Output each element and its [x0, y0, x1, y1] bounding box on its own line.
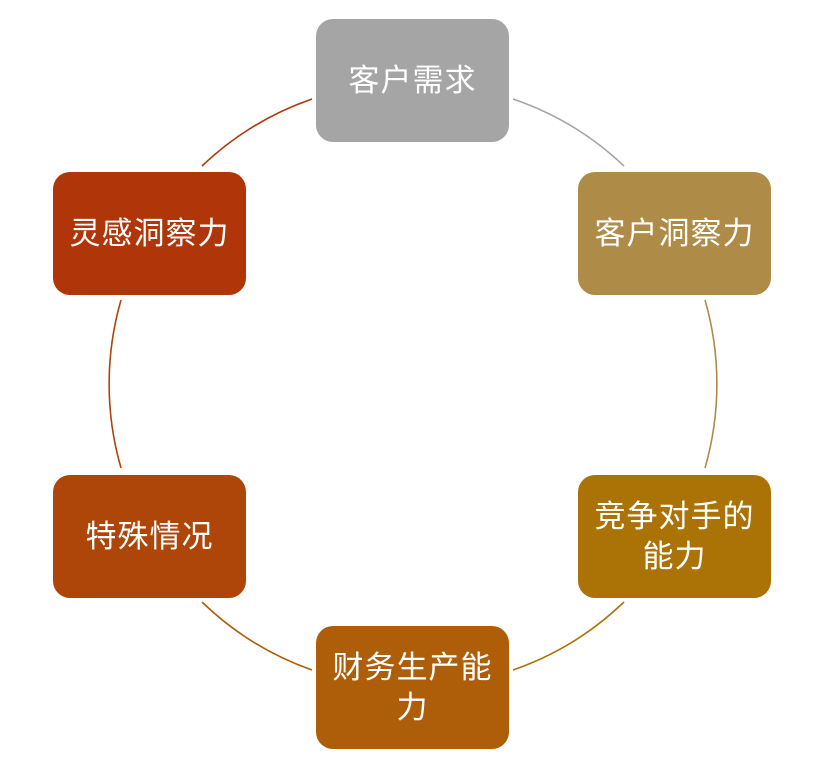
- node-customer-needs: 客户需求: [316, 19, 509, 142]
- node-label: 客户需求: [348, 62, 477, 99]
- arc-6-to-1: [201, 98, 313, 167]
- node-customer-insight: 客户洞察力: [578, 172, 771, 295]
- node-label: 特殊情况: [85, 518, 214, 555]
- node-special-circumstances: 特殊情况: [53, 475, 246, 598]
- arc-3-to-4: [512, 601, 625, 671]
- node-financial-production: 财务生产能力: [316, 626, 509, 749]
- arc-5-to-6: [108, 299, 122, 469]
- node-label: 灵感洞察力: [69, 215, 230, 252]
- node-inspiration-insight: 灵感洞察力: [53, 172, 246, 295]
- node-label: 客户洞察力: [594, 215, 755, 252]
- arc-1-to-2: [512, 98, 625, 167]
- arc-4-to-5: [201, 601, 313, 671]
- node-label: 竞争对手的能力: [594, 498, 755, 575]
- arc-2-to-3: [704, 299, 718, 469]
- node-label: 财务生产能力: [332, 649, 493, 726]
- node-competitor-capability: 竞争对手的能力: [578, 475, 771, 598]
